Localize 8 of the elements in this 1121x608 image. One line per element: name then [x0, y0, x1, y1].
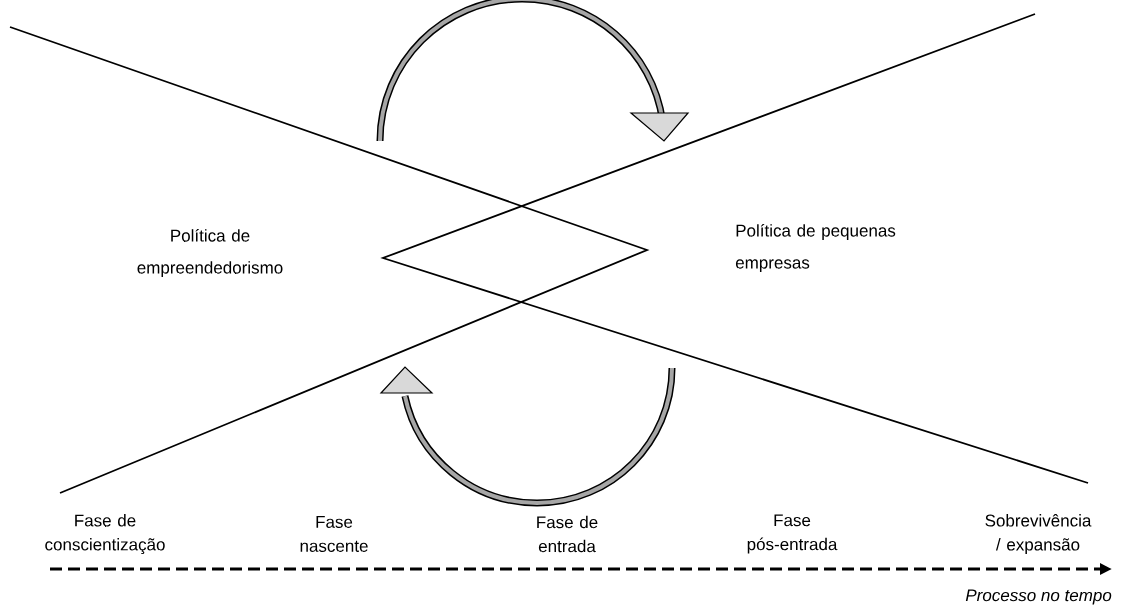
phase-label: Fase pós-entrada: [747, 514, 838, 554]
region-label: Política de pequenas empresas: [735, 224, 896, 273]
phase-label: Sobrevivência / expansão: [985, 514, 1092, 554]
phase-label: Fase de conscientização: [45, 514, 165, 554]
axis-label: Processo no tempo: [965, 589, 1112, 605]
phase-label: Fase nascente: [300, 516, 368, 552]
phase-label: Fase de entrada: [537, 515, 598, 553]
region-label: Política de empreendedorismo: [137, 229, 283, 278]
